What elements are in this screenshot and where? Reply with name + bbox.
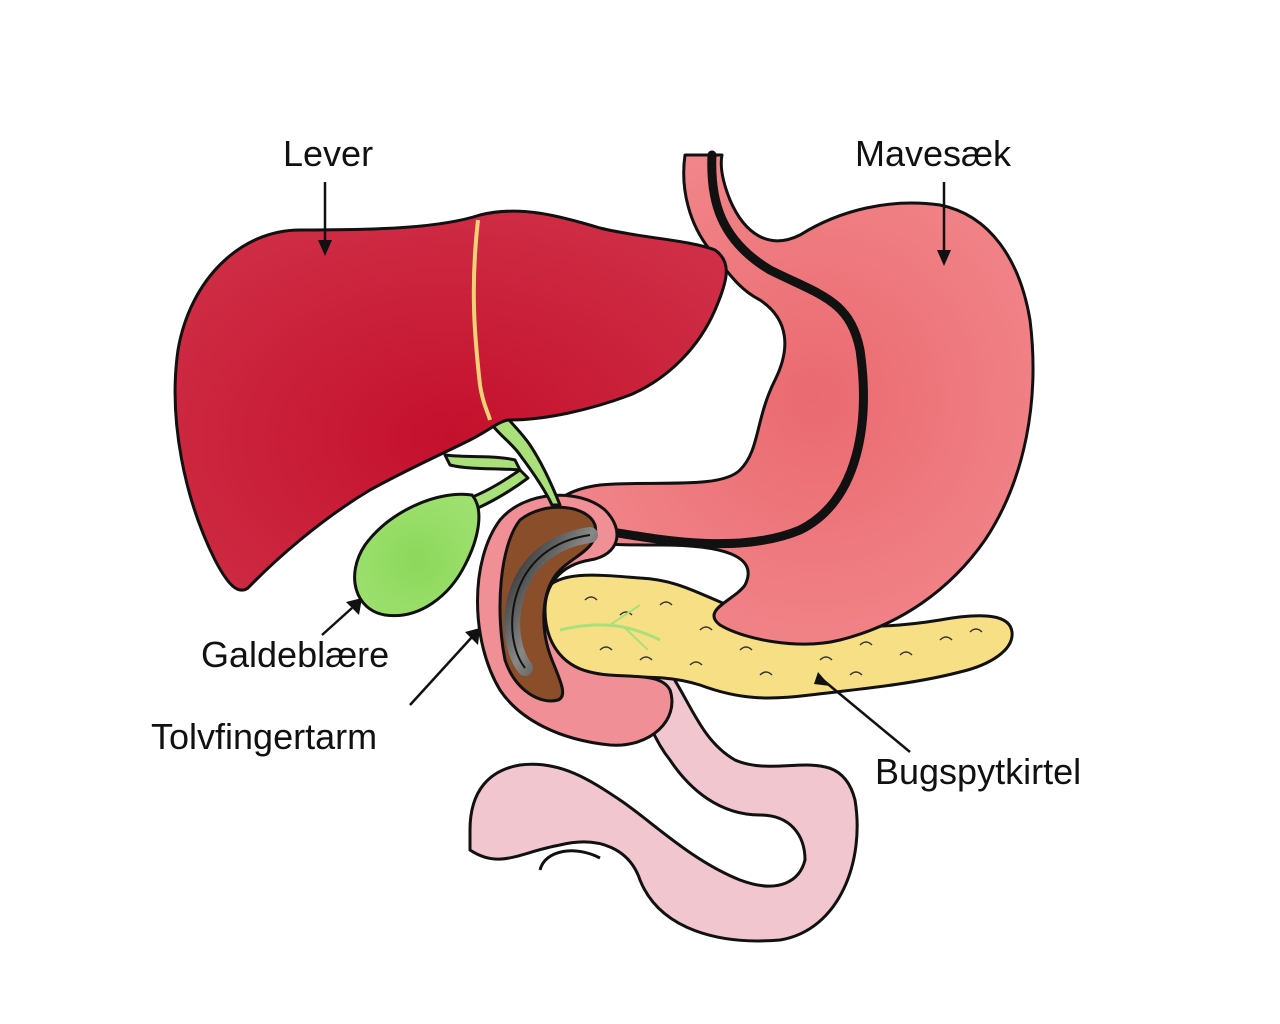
label-liver: Lever <box>283 136 373 172</box>
stomach <box>550 155 1033 644</box>
label-gallbladder: Galdeblære <box>201 637 389 673</box>
arrow-duodenum <box>410 637 472 705</box>
label-stomach: Mavesæk <box>855 136 1011 172</box>
arrow-gallbladder <box>322 608 352 635</box>
label-pancreas: Bugspytkirtel <box>875 754 1081 790</box>
label-duodenum: Tolvfingertarm <box>151 719 377 755</box>
arrow-pancreas <box>823 680 910 752</box>
gallbladder <box>355 494 479 615</box>
